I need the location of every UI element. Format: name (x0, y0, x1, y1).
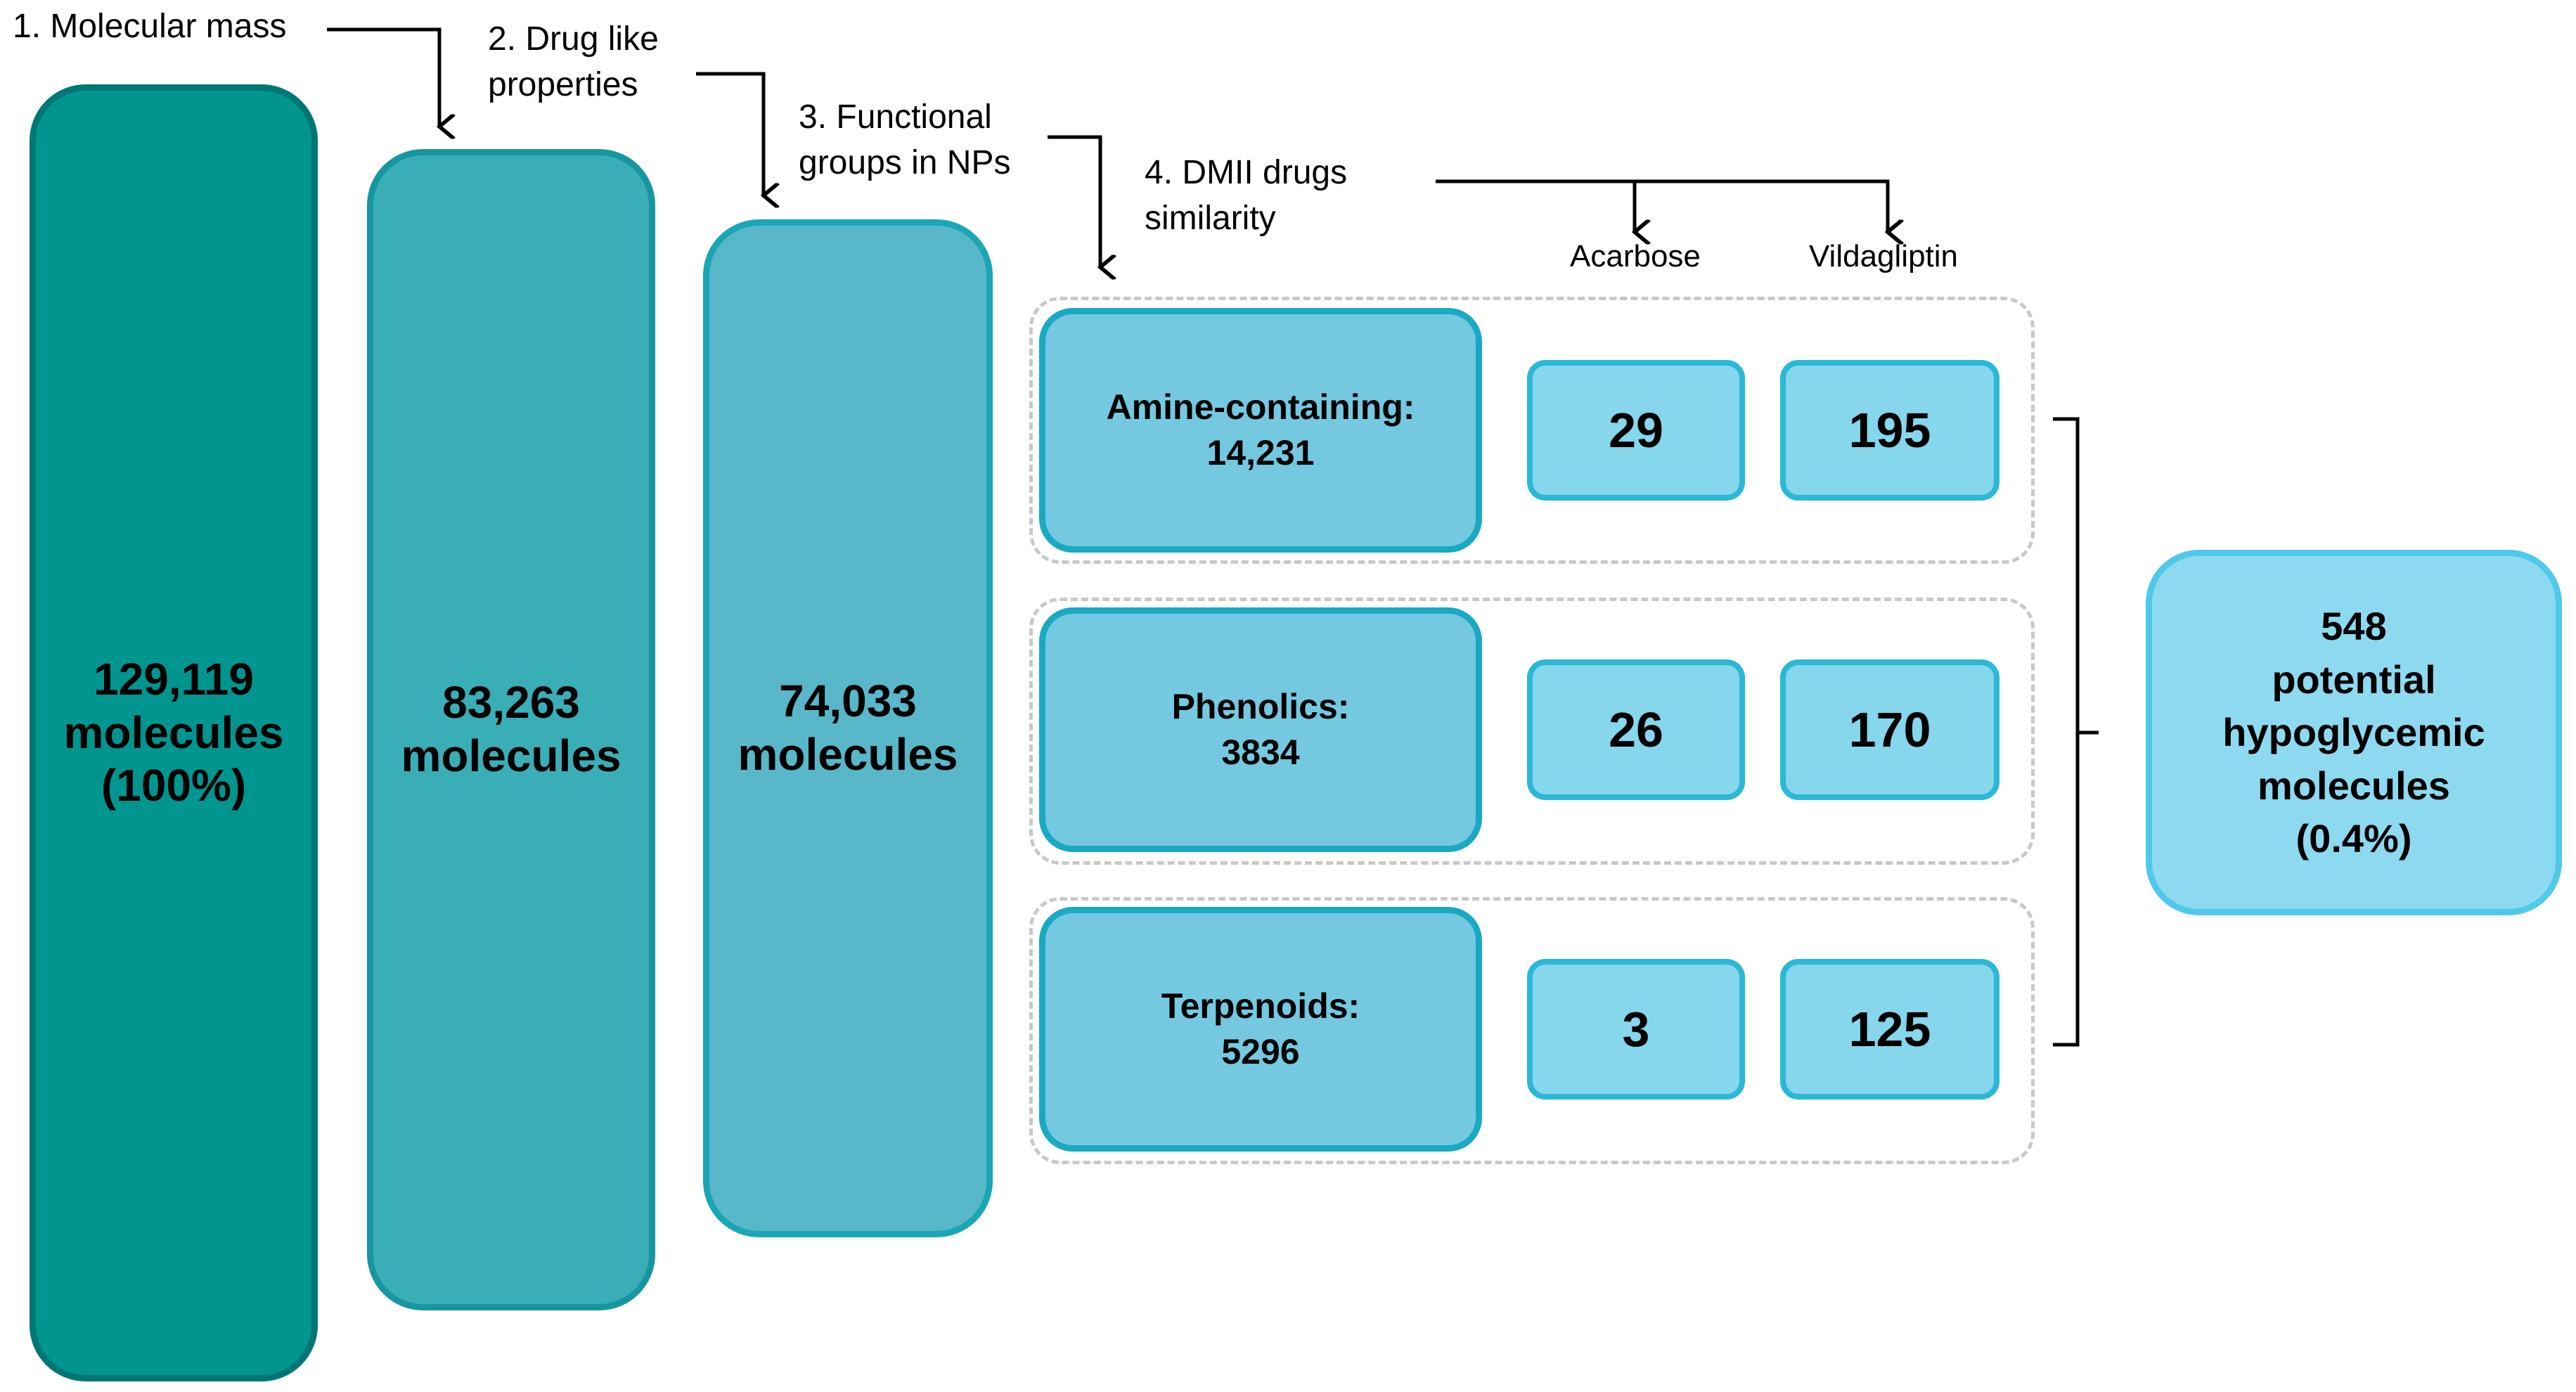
arrow-step-1 (327, 27, 439, 127)
vildagliptin-count-amine: 195 (1780, 360, 1999, 501)
arrow-step-3 (1048, 135, 1100, 267)
vildagliptin-count-terpenoids: 125 (1780, 959, 1999, 1100)
vildagliptin-count-phenolics: 170 (1780, 659, 1999, 800)
category-phenolics-box: Phenolics:3834 (1039, 607, 1482, 852)
step-1-label: 1. Molecular mass (13, 8, 287, 45)
category-amine-box: Amine-containing:14,231 (1039, 308, 1482, 553)
acarbose-count-terpenoids: 3 (1527, 959, 1745, 1100)
group-phenolics-container (1029, 598, 2035, 865)
column-header-acarbose: Acarbose (1570, 239, 1701, 273)
stage-2-box: 83,263 molecules (367, 149, 655, 1310)
acarbose-count-amine: 29 (1527, 360, 1745, 501)
column-header-vildagliptin: Vildagliptin (1809, 239, 1959, 273)
stage-3-box: 74,033 molecules (703, 219, 993, 1237)
result-bracket (2053, 417, 2099, 1047)
group-terpenoids-container (1029, 897, 2035, 1164)
arrow-step-4 (1436, 179, 1888, 232)
stage-1-box: 129,119 molecules (100%) (30, 84, 318, 1381)
arrow-step-2 (696, 72, 764, 195)
acarbose-count-phenolics: 26 (1527, 659, 1745, 800)
result-box: 548 potential hypoglycemic molecules (0.… (2146, 550, 2562, 915)
group-amine-container (1029, 297, 2035, 564)
category-terpenoids-box: Terpenoids:5296 (1039, 907, 1482, 1152)
